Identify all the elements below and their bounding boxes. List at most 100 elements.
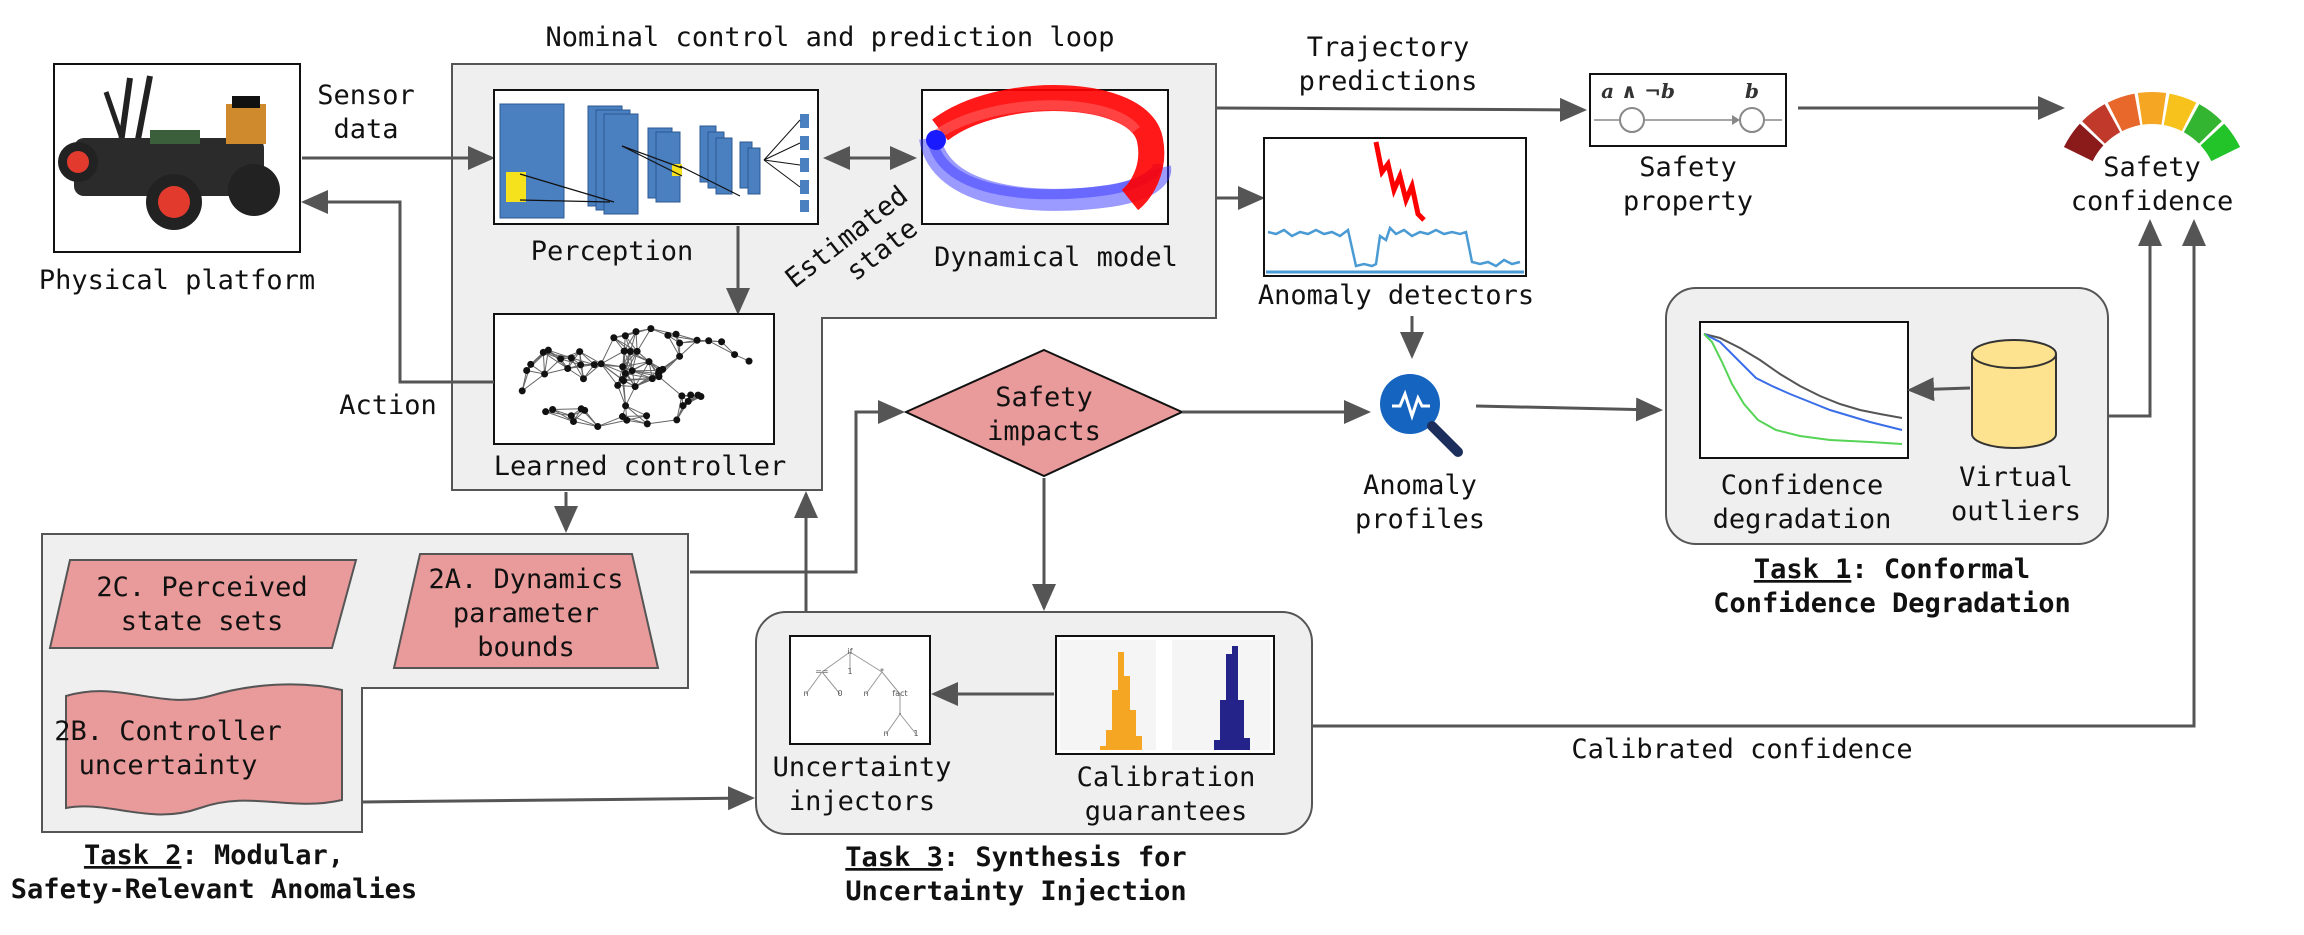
task2a-1: 2A. Dynamics bbox=[428, 564, 623, 595]
nn-node bbox=[623, 416, 631, 424]
anomaly-detectors-box bbox=[1263, 137, 1527, 277]
trajectory-label-1: Trajectory bbox=[1307, 32, 1470, 63]
svg-text:-: - bbox=[899, 709, 902, 718]
cnn-icon bbox=[499, 103, 809, 219]
nn-node bbox=[597, 360, 605, 368]
conf-degradation-1: Confidence bbox=[1721, 470, 1884, 501]
virtual-outliers-1: Virtual bbox=[1959, 462, 2073, 493]
safety-impacts-diamond bbox=[903, 348, 1185, 478]
task2b-2: uncertainty bbox=[79, 750, 258, 781]
nn-edge bbox=[679, 339, 698, 357]
safety-property-box: a ∧ ¬b b bbox=[1589, 73, 1787, 147]
nn-edge bbox=[625, 405, 648, 425]
nn-node bbox=[621, 369, 629, 377]
task1-confidence-arrow bbox=[2108, 219, 2162, 418]
nn-node bbox=[679, 402, 687, 410]
task2c-2: state sets bbox=[121, 606, 284, 637]
svg-text:n: n bbox=[883, 729, 888, 738]
safety-confidence-2: confidence bbox=[2071, 186, 2234, 217]
svg-text:==: == bbox=[815, 667, 828, 676]
nn-edge bbox=[650, 328, 677, 335]
safety-formula-right: b bbox=[1745, 79, 1759, 103]
task2b-1: 2B. Controller bbox=[54, 716, 282, 747]
safety-property-2: property bbox=[1623, 186, 1753, 217]
safety-formula-left: a ∧ ¬b bbox=[1601, 79, 1675, 103]
neural-network-icon bbox=[518, 325, 753, 430]
nn-edge bbox=[545, 411, 572, 417]
nn-edge bbox=[708, 340, 735, 356]
task3-title: Task 3: Synthesis for bbox=[845, 842, 1186, 873]
nn-node bbox=[590, 361, 598, 369]
profile-task1-arrow bbox=[1475, 397, 1663, 422]
nn-node bbox=[684, 397, 692, 405]
nn-node bbox=[745, 357, 753, 365]
nn-edge bbox=[600, 337, 615, 365]
nn-edge bbox=[571, 415, 598, 427]
uncertainty-injectors-2: injectors bbox=[789, 786, 935, 817]
nn-edge bbox=[613, 337, 638, 352]
nn-node bbox=[718, 338, 726, 346]
nn-node bbox=[655, 373, 663, 381]
nn-edge bbox=[658, 355, 680, 378]
nn-edge bbox=[613, 337, 631, 352]
nn-edge bbox=[630, 351, 650, 363]
svg-text:*: * bbox=[880, 667, 884, 676]
nn-node bbox=[541, 370, 549, 378]
nn-edge bbox=[544, 350, 549, 375]
nn-node bbox=[678, 392, 686, 400]
nn-node bbox=[579, 375, 587, 383]
nn-node bbox=[557, 355, 565, 363]
anomaly-signal bbox=[1267, 225, 1521, 268]
svg-text:1: 1 bbox=[847, 667, 852, 676]
nn-edge bbox=[542, 352, 546, 375]
nn-edge bbox=[544, 368, 568, 375]
task1-title: Task 1: Conformal bbox=[1754, 554, 2030, 585]
anomaly-detectors-label: Anomaly detectors bbox=[1258, 280, 1534, 311]
virtual-outliers-2: outliers bbox=[1951, 496, 2081, 527]
gauge-segment bbox=[2063, 123, 2104, 162]
nn-node bbox=[544, 346, 552, 354]
nn-edge bbox=[631, 370, 653, 380]
nn-node bbox=[567, 354, 575, 362]
nn-node bbox=[618, 376, 626, 384]
nn-edge bbox=[636, 328, 652, 352]
nn-edge bbox=[617, 385, 627, 406]
nn-edge bbox=[625, 405, 647, 417]
anomaly-profiles-1: Anomaly bbox=[1363, 470, 1477, 501]
safety-confidence-1: Safety bbox=[2103, 152, 2201, 183]
confidence-degradation-chart bbox=[1699, 321, 1909, 459]
nn-node bbox=[620, 347, 628, 355]
nn-node bbox=[614, 381, 622, 389]
trajectory-plot-icon bbox=[919, 85, 1172, 211]
nn-node bbox=[633, 347, 641, 355]
outliers-degradation-arrow bbox=[1907, 377, 1971, 402]
svg-text:fact: fact bbox=[892, 689, 907, 698]
robot-car-icon bbox=[58, 75, 280, 230]
nn-edge bbox=[597, 416, 623, 427]
svg-text:n: n bbox=[803, 689, 808, 698]
nn-edge bbox=[632, 370, 660, 378]
nn-node bbox=[619, 363, 627, 371]
nn-edge bbox=[658, 376, 683, 397]
nn-node bbox=[676, 339, 684, 347]
magnifier-icon bbox=[1380, 374, 1463, 457]
nn-node bbox=[626, 347, 634, 355]
calibration-guarantees-1: Calibration bbox=[1077, 762, 1256, 793]
nn-edge bbox=[573, 420, 598, 427]
task2-title-2: Safety-Relevant Anomalies bbox=[11, 874, 417, 905]
nn-edge bbox=[579, 351, 602, 365]
conf-degradation-2: degradation bbox=[1713, 504, 1892, 535]
loop-title: Nominal control and prediction loop bbox=[546, 22, 1115, 53]
nn-edge bbox=[676, 395, 683, 421]
nn-node bbox=[648, 375, 656, 383]
nn-node bbox=[569, 417, 577, 425]
svg-text:1: 1 bbox=[913, 729, 918, 738]
task2-impacts-arrow bbox=[690, 400, 905, 574]
dynamics-parameter-bounds bbox=[392, 553, 660, 669]
nn-edge bbox=[552, 409, 574, 422]
dynamical-model-label: Dynamical model bbox=[934, 242, 1178, 273]
task2-task3-arrow bbox=[361, 786, 755, 811]
nn-edge bbox=[597, 419, 627, 427]
nn-edge bbox=[625, 372, 653, 380]
